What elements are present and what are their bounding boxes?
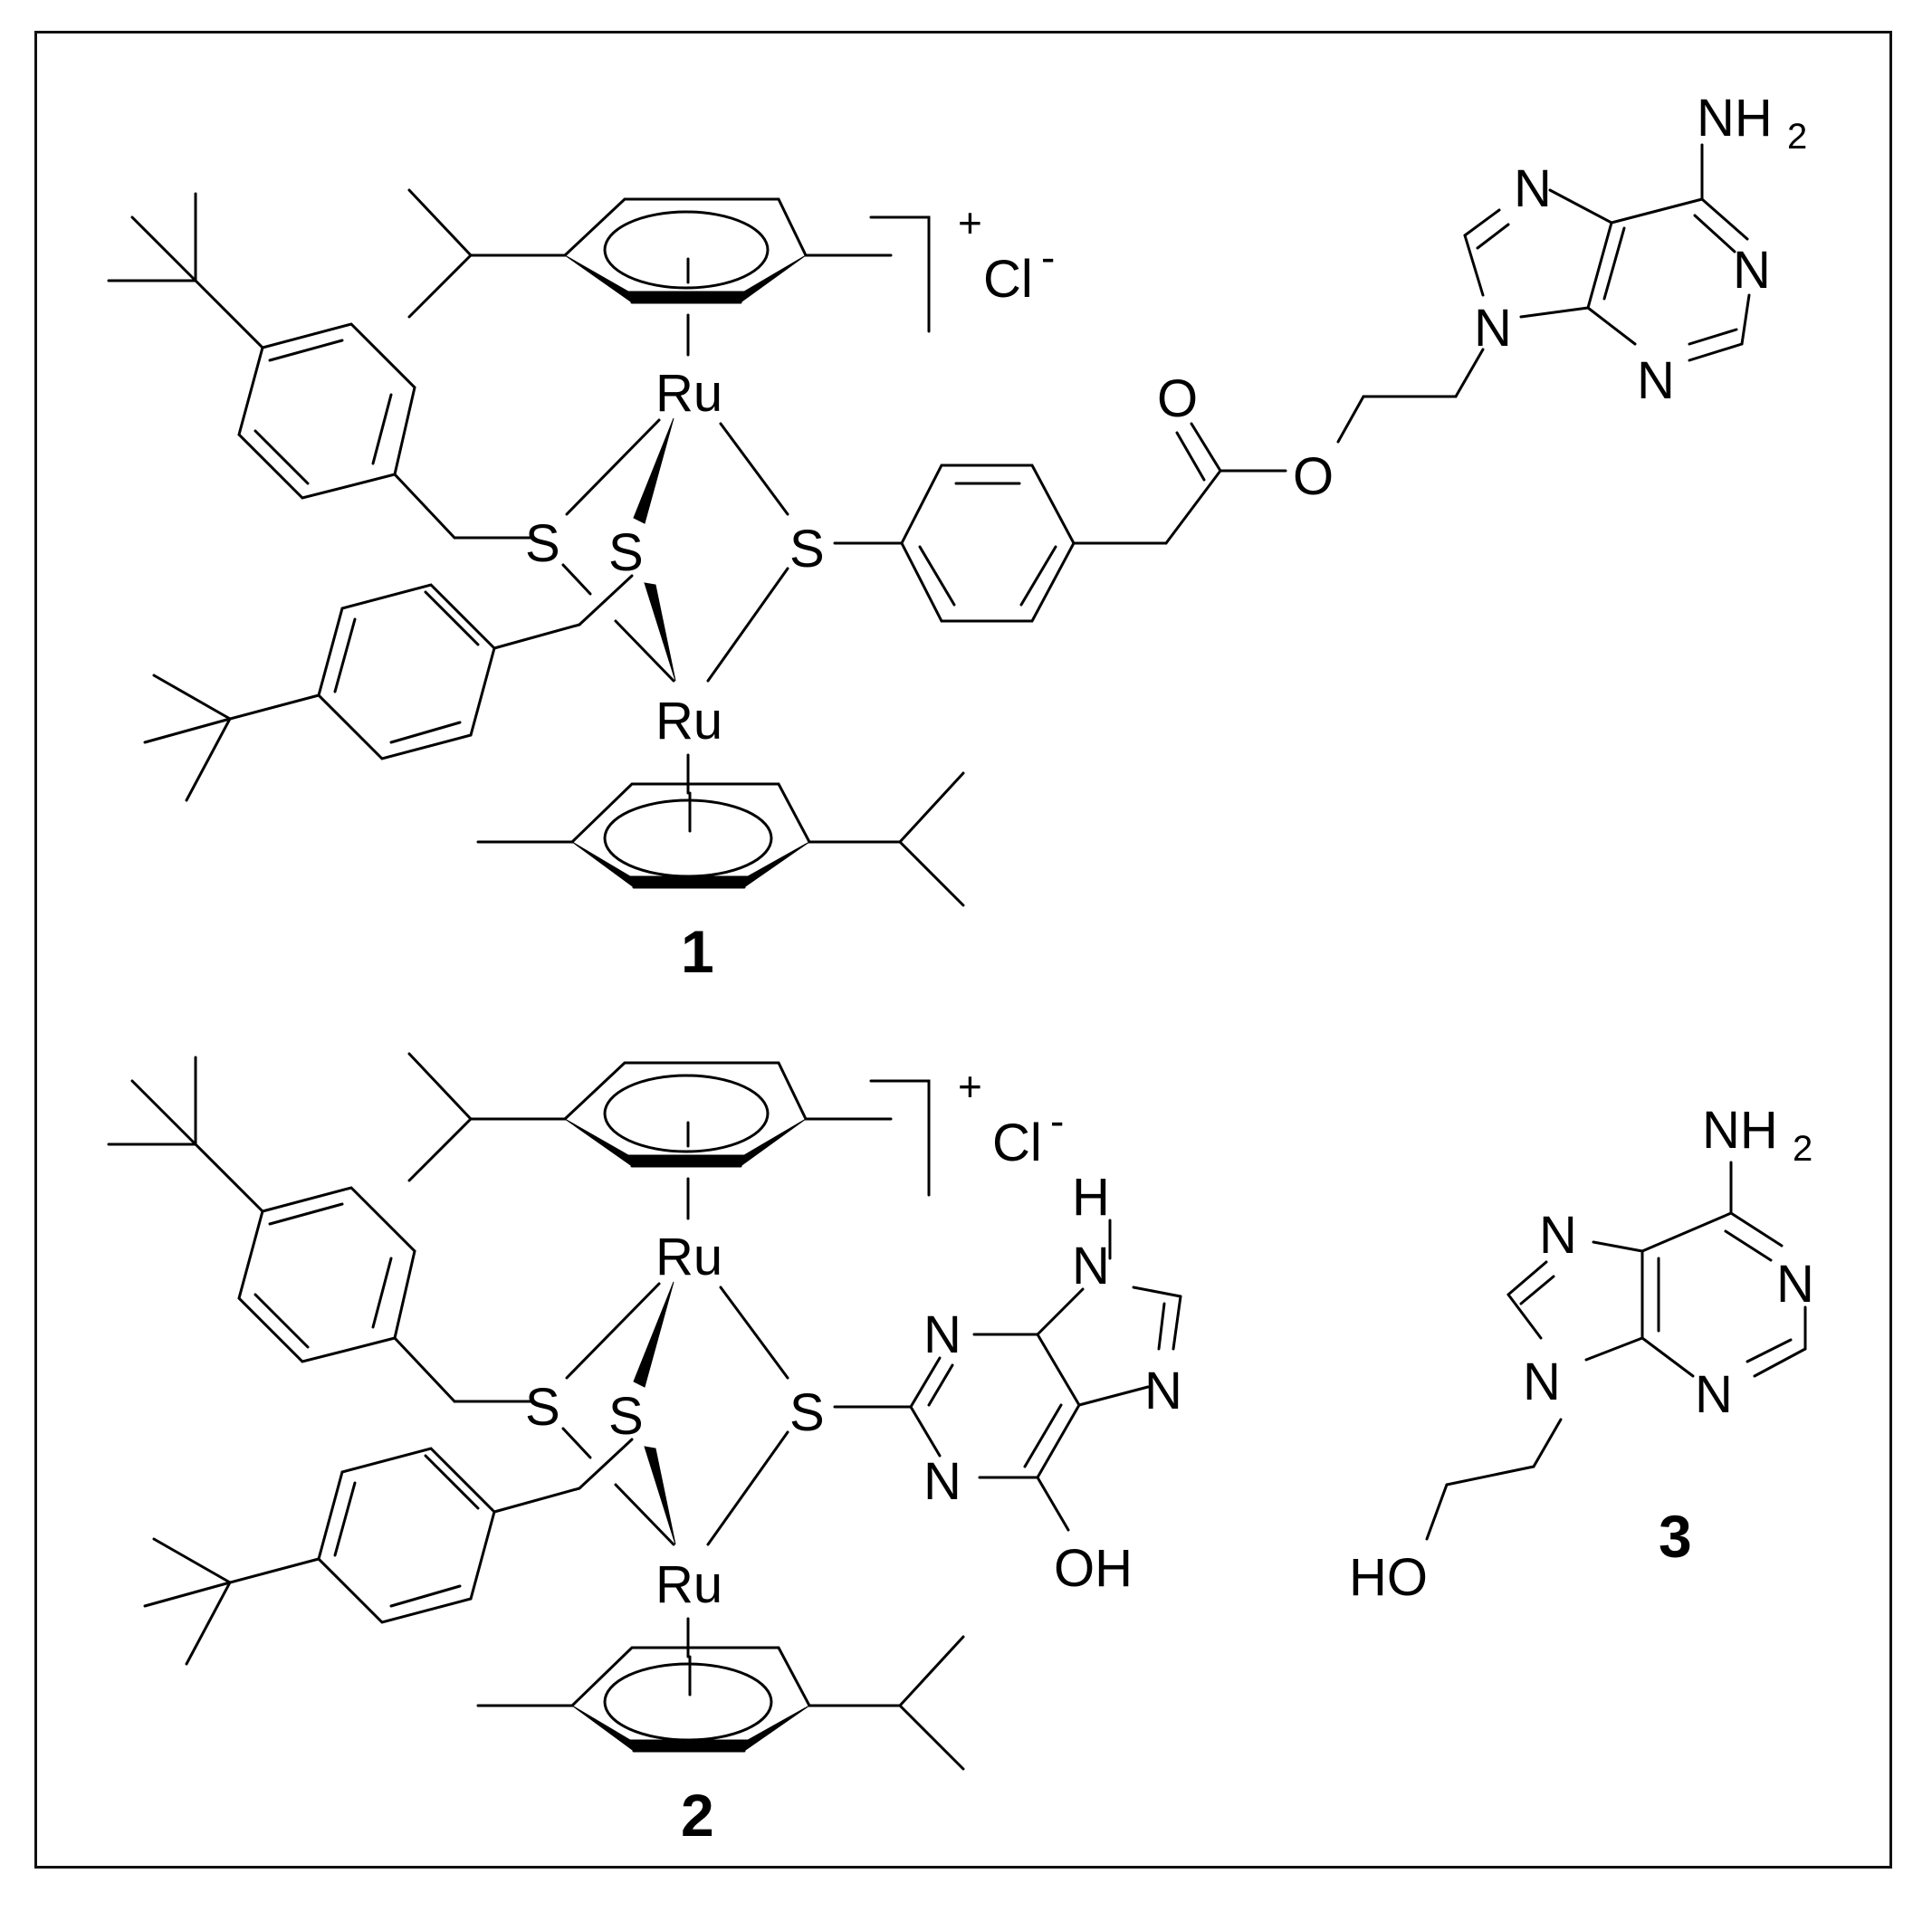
hydroxyl-label: OH <box>1054 1539 1133 1598</box>
ru-top-label: Ru <box>655 1228 722 1286</box>
sulfur-left-label: S <box>525 1378 560 1437</box>
ru-bottom-label: Ru <box>655 1555 722 1614</box>
amine-label: NH <box>1702 1101 1778 1160</box>
pyrimidine-n1-label: N <box>923 1452 961 1511</box>
charge-plus: + <box>958 199 982 246</box>
sulfur-left-label: S <box>525 514 560 573</box>
adenine-n3-label: N <box>1695 1365 1733 1424</box>
adenine-n7-label: N <box>1539 1206 1577 1265</box>
adenine-n7-label: N <box>1514 159 1552 218</box>
imidazole-n-label: N <box>1144 1362 1182 1420</box>
adenine-n1-label: N <box>1733 241 1771 300</box>
counterion-label: Cl <box>983 250 1033 309</box>
structure-3: N N N N NH 2 HO 3 <box>1349 1101 1814 1607</box>
counterion-charge: - <box>1050 1097 1064 1144</box>
sulfur-mid-label: S <box>608 523 644 582</box>
figure-border <box>34 31 1892 1869</box>
adenine-n9-label: N <box>1474 299 1512 358</box>
hydroxyl-label: HO <box>1349 1548 1428 1607</box>
amine-subscript: 2 <box>1793 1129 1812 1169</box>
compound-label-2: 2 <box>681 1782 714 1849</box>
counterion-label: Cl <box>992 1114 1042 1172</box>
ru-top-label: Ru <box>655 364 722 423</box>
counterion-charge: - <box>1041 234 1055 281</box>
adenine-n3-label: N <box>1637 351 1675 410</box>
pyrimidine-n3-label: N <box>923 1305 961 1364</box>
charge-plus: + <box>958 1063 982 1110</box>
sulfur-right-label: S <box>789 520 825 578</box>
amine-label: NH <box>1697 89 1773 148</box>
amine-subscript: 2 <box>1787 117 1807 157</box>
carbonyl-oxygen-label: O <box>1157 369 1198 428</box>
compound-label-3: 3 <box>1659 1503 1692 1570</box>
adenine-n1-label: N <box>1776 1255 1814 1314</box>
ru-bottom-label: Ru <box>655 692 722 750</box>
imidazole-h-label: H <box>1072 1168 1110 1227</box>
imidazole-nh-label: N <box>1072 1237 1110 1295</box>
compound-label-1: 1 <box>681 918 714 985</box>
structure-1: Ru Ru S S S + Cl - O O N N N N NH 2 1 <box>107 89 1807 985</box>
sulfur-mid-label: S <box>608 1387 644 1446</box>
adenine-n9-label: N <box>1523 1353 1561 1411</box>
structure-2: Ru Ru S S S + Cl - H N N N N OH 2 <box>107 1052 1182 1849</box>
sulfur-right-label: S <box>789 1383 825 1442</box>
ester-oxygen-label: O <box>1293 447 1334 506</box>
